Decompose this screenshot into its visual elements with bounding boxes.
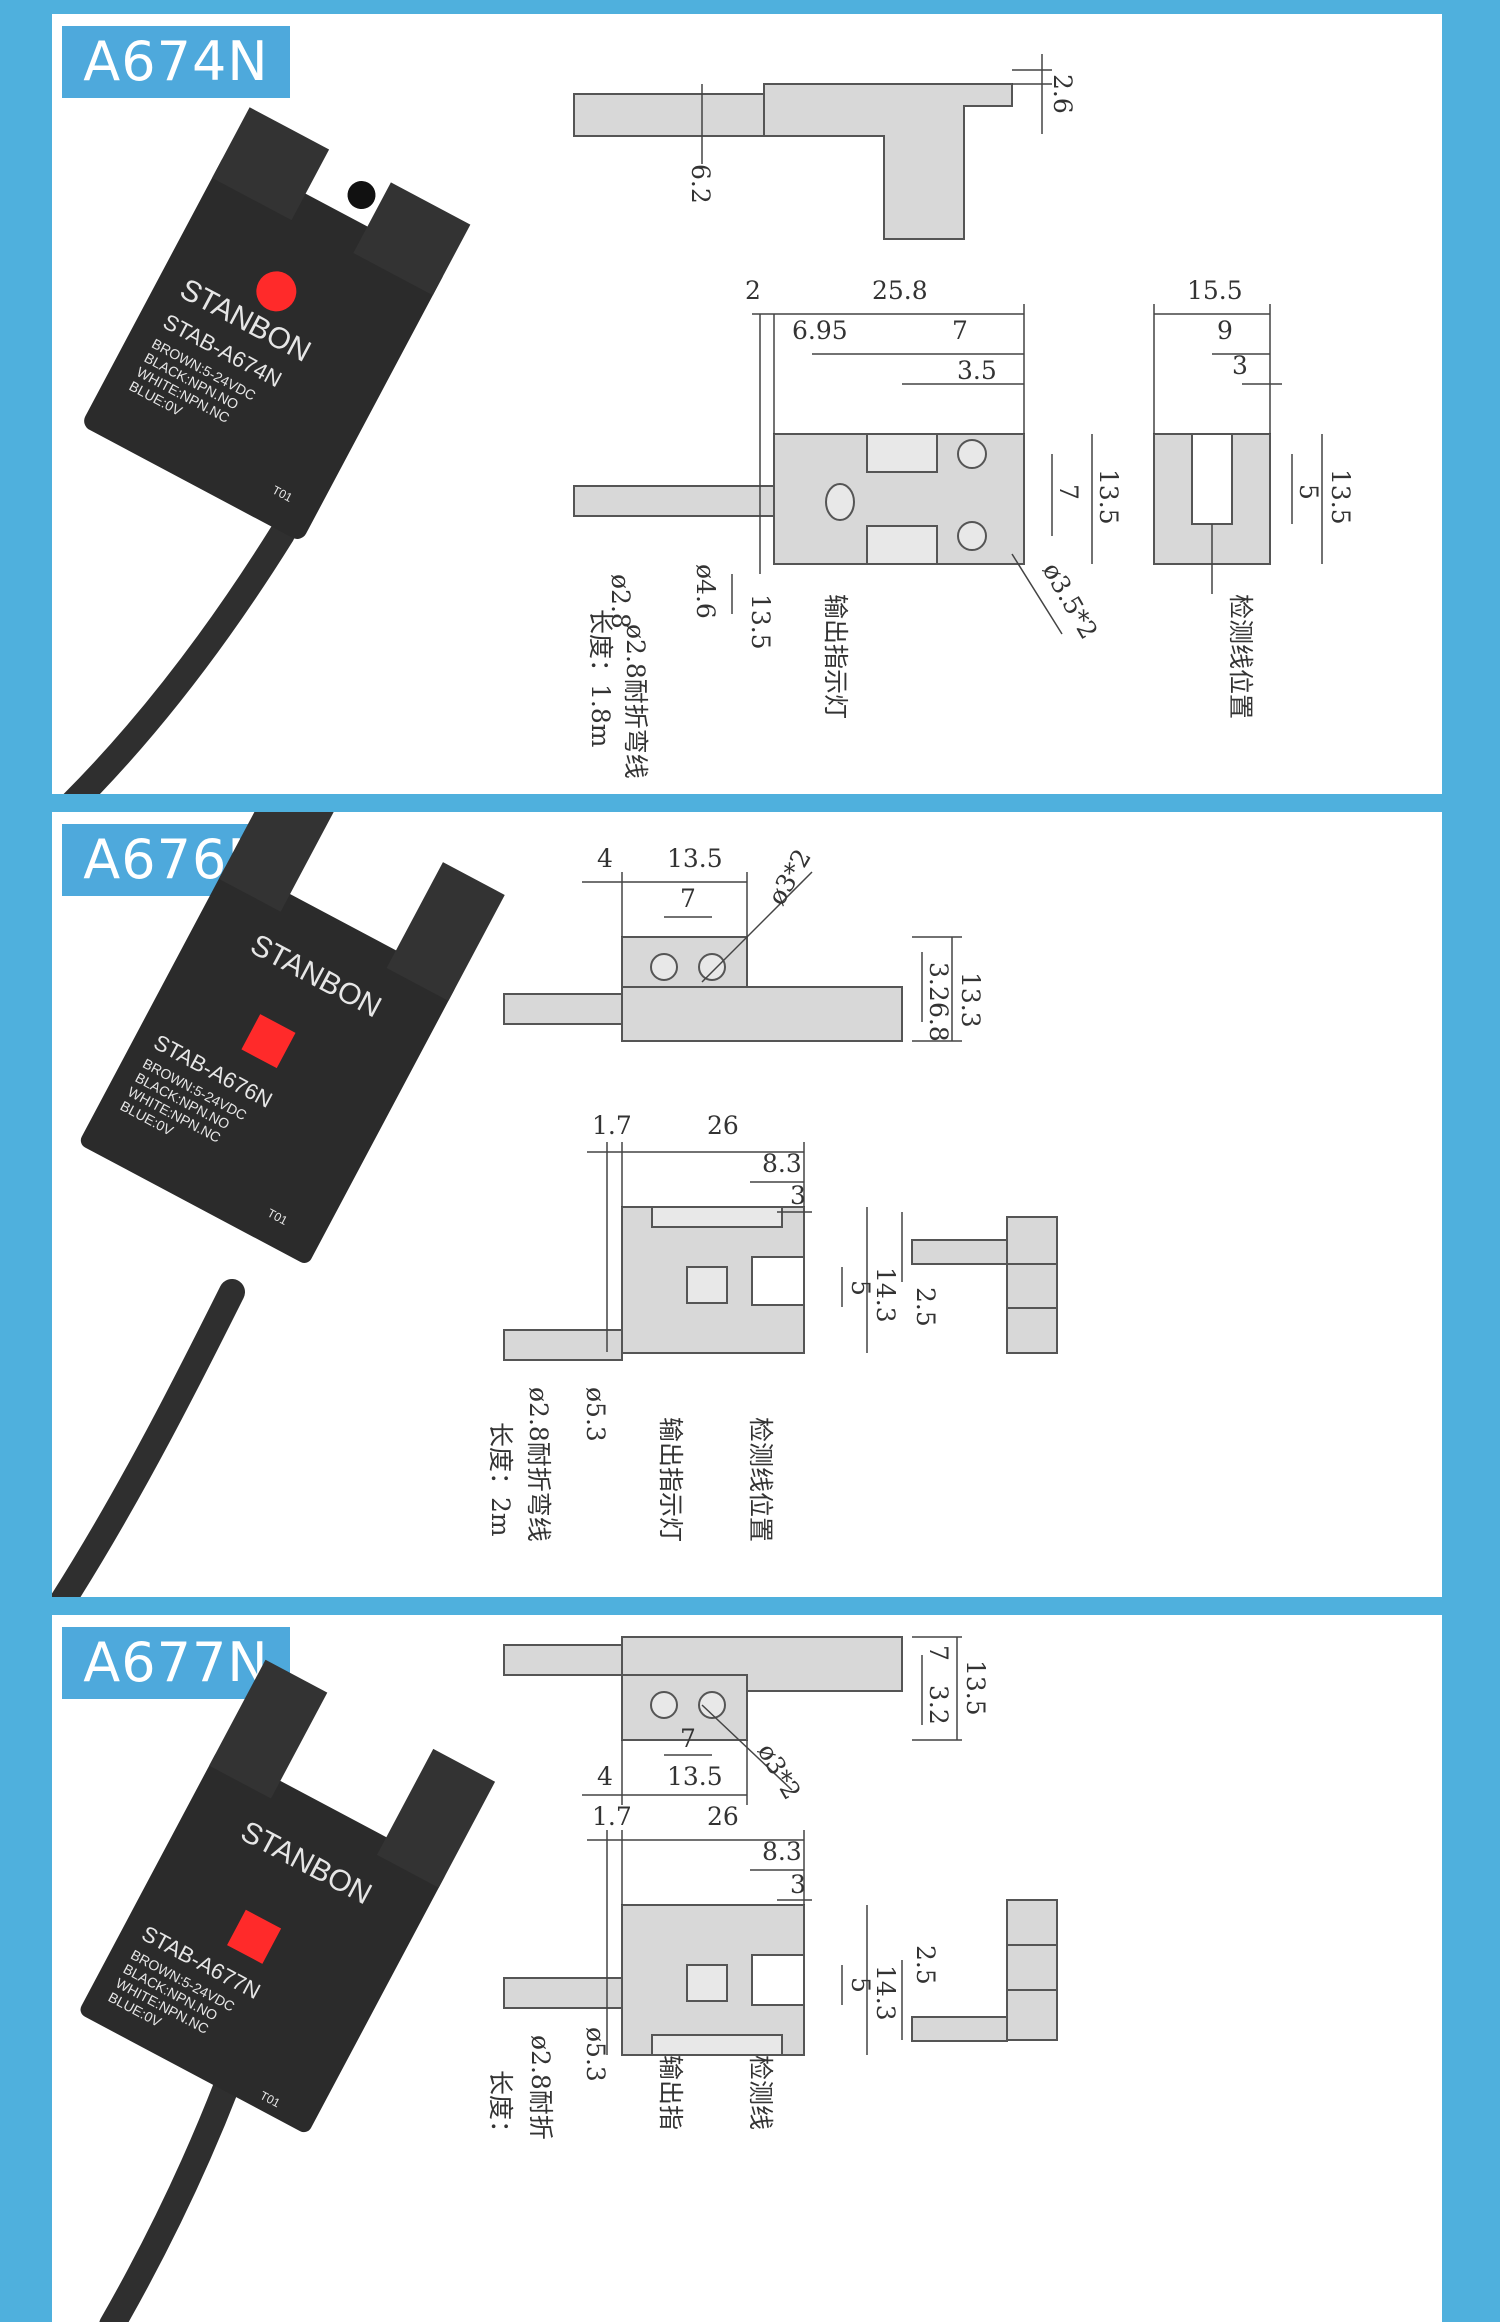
label-detect: 检测线 bbox=[746, 2055, 775, 2130]
led-indicator bbox=[256, 271, 297, 312]
dim-4: 4 bbox=[597, 844, 613, 873]
top-view-drawing bbox=[573, 83, 1013, 240]
dim-7-top: 7 bbox=[952, 316, 968, 345]
sensor-photo: STANBON STAB-A674N BROWN:5-24VDC BLACK:N… bbox=[84, 107, 471, 539]
sensor-photo: STANBON STAB-A677N BROWN:5-24VDC BLACK:N… bbox=[80, 1659, 496, 2133]
dim-5: 5 bbox=[1294, 484, 1323, 500]
dim-26: 26 bbox=[707, 1111, 739, 1140]
dim-2: 2 bbox=[745, 276, 761, 305]
panel-a676n: A676N STANBON STAB-A676N BROWN:5-24VDC B… bbox=[52, 812, 1442, 1597]
dim-13-5-low: 13.5 bbox=[746, 594, 775, 650]
label-cable: ø2.8耐折 bbox=[526, 2035, 555, 2140]
dim-14-3: 14.3 bbox=[871, 1965, 900, 2021]
top-view-drawing bbox=[503, 936, 903, 1042]
top-view-drawing bbox=[503, 1636, 903, 1741]
dim-13-5-front: 13.5 bbox=[1094, 469, 1123, 525]
dim-3-2: 3.2 bbox=[924, 1685, 953, 1725]
panel-a674n: A674N STANBON STAB-A674N BROWN:5-24VDC B… bbox=[52, 14, 1442, 794]
label-led: 输出指 bbox=[656, 2055, 685, 2130]
sensor-cable bbox=[99, 2072, 240, 2322]
dim-cable-dia: ø2.8 bbox=[606, 574, 635, 629]
dim-hole: ø3.5*2 bbox=[1037, 558, 1104, 645]
dim-8-3: 8.3 bbox=[762, 1837, 802, 1866]
dim-3-5: 3.5 bbox=[957, 356, 997, 385]
dim-13-5-side: 13.5 bbox=[1326, 469, 1355, 525]
dim-hole: ø3*2 bbox=[752, 1739, 807, 1805]
led-indicator bbox=[241, 1014, 296, 1069]
sensor-cable bbox=[52, 1279, 245, 1597]
dim-2-6: 2.6 bbox=[1048, 74, 1077, 114]
model-tag: A677N bbox=[62, 1627, 290, 1699]
dim-1-7: 1.7 bbox=[592, 1802, 632, 1831]
dim-13-5-low: 13.5 bbox=[667, 1762, 723, 1791]
front-view-drawing bbox=[503, 1206, 805, 1361]
dim-2-5: 2.5 bbox=[911, 1945, 940, 1985]
led-indicator bbox=[227, 1909, 282, 1964]
a676n-graphics: STANBON STAB-A676N BROWN:5-24VDC BLACK:N… bbox=[52, 812, 1058, 1597]
label-led: 输出指示灯 bbox=[656, 1417, 685, 1542]
label-cable: ø2.8耐折弯线 bbox=[524, 1387, 553, 1542]
sensor-cable bbox=[63, 521, 295, 794]
dim-13-3: 13.3 bbox=[956, 972, 985, 1028]
dim-7: 7 bbox=[924, 1645, 953, 1661]
dim-25-8: 25.8 bbox=[872, 276, 928, 305]
label-cable: ø2.8耐折弯线 bbox=[621, 624, 650, 779]
dim-6-8: 6.8 bbox=[924, 1002, 953, 1042]
dim-5: 5 bbox=[846, 1977, 875, 1993]
dim-14-3: 14.3 bbox=[871, 1267, 900, 1323]
label-length: 长度： bbox=[486, 2070, 515, 2145]
dim-3: 3 bbox=[1232, 351, 1248, 380]
dim-7-right: 7 bbox=[1054, 484, 1083, 500]
dim-5-3: ø5.3 bbox=[581, 2027, 610, 2082]
model-tag: A674N bbox=[62, 26, 290, 98]
label-detect: 检测线位置 bbox=[746, 1417, 775, 1542]
dim-8-3: 8.3 bbox=[762, 1149, 802, 1178]
label-length: 长度：1.8m bbox=[586, 609, 615, 748]
dim-15-5: 15.5 bbox=[1187, 276, 1243, 305]
panel-a677n: A677N STANBON STAB-A677N BROWN:5-24VDC B… bbox=[52, 1615, 1442, 2322]
dim-6-2: 6.2 bbox=[686, 164, 715, 204]
side-view-drawing bbox=[911, 1216, 1058, 1354]
dim-26: 26 bbox=[707, 1802, 739, 1831]
dim-13-5: 13.5 bbox=[667, 844, 723, 873]
dim-3-2: 3.2 bbox=[924, 962, 953, 1002]
front-view-drawing bbox=[573, 433, 1025, 565]
dim-13-5: 13.5 bbox=[961, 1660, 990, 1716]
a674n-graphics: STANBON STAB-A674N BROWN:5-24VDC BLACK:N… bbox=[63, 54, 1355, 794]
dim-hole: ø3*2 bbox=[762, 844, 817, 910]
dim-9: 9 bbox=[1217, 316, 1233, 345]
side-view-drawing bbox=[1153, 433, 1271, 565]
dim-5: 5 bbox=[846, 1280, 875, 1296]
label-detect: 检测线位置 bbox=[1226, 594, 1255, 719]
side-view-drawing bbox=[911, 1899, 1058, 2042]
dim-7-low: 7 bbox=[680, 1724, 696, 1753]
dim-3: 3 bbox=[790, 1870, 806, 1899]
dim-1-7: 1.7 bbox=[592, 1111, 632, 1140]
front-view-drawing bbox=[503, 1904, 805, 2056]
dim-7: 7 bbox=[680, 884, 696, 913]
label-led: 输出指示灯 bbox=[821, 594, 850, 719]
dim-4: 4 bbox=[597, 1762, 613, 1791]
dim-3: 3 bbox=[790, 1181, 806, 1210]
sensor-photo: STANBON STAB-A676N BROWN:5-24VDC BLACK:N… bbox=[80, 812, 505, 1263]
dim-4-6: ø4.6 bbox=[691, 564, 720, 619]
dim-5-3: ø5.3 bbox=[581, 1387, 610, 1442]
label-length: 长度：2m bbox=[486, 1422, 515, 1537]
dim-6-95: 6.95 bbox=[792, 316, 848, 345]
a677n-graphics: STANBON STAB-A677N BROWN:5-24VDC BLACK:N… bbox=[80, 1636, 1058, 2322]
dim-2-5: 2.5 bbox=[911, 1287, 940, 1327]
